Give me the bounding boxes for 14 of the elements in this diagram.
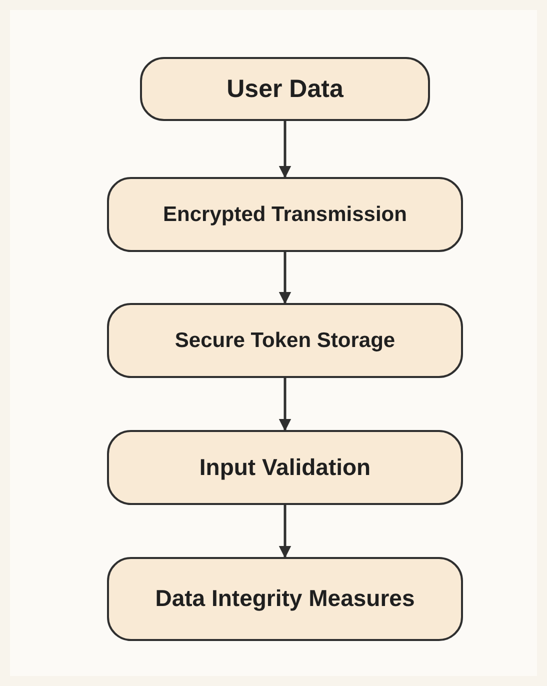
- process-box: [140, 57, 430, 121]
- process-box: [107, 177, 463, 252]
- box-label: User Data: [226, 74, 344, 104]
- arrow: [278, 378, 292, 432]
- arrow: [278, 121, 292, 178]
- box-label: Input Validation: [199, 454, 371, 482]
- process-box: [107, 303, 463, 378]
- arrow: [278, 252, 292, 304]
- box-label: Secure Token Storage: [174, 328, 396, 354]
- arrow: [278, 505, 292, 558]
- box-label: Encrypted Transmission: [163, 202, 407, 228]
- box-label: Data Integrity Measures: [155, 585, 415, 613]
- process-box: [107, 557, 463, 641]
- process-box: [107, 430, 463, 505]
